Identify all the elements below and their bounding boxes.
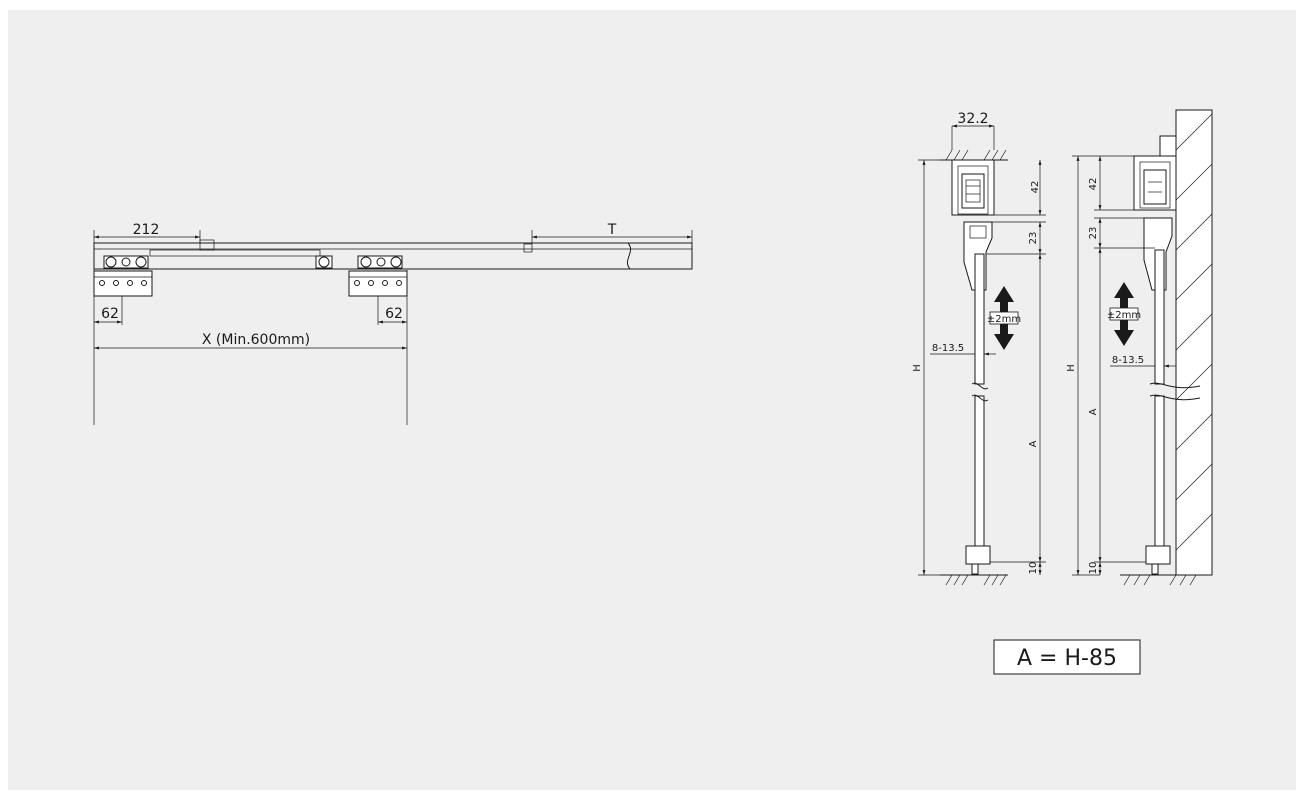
front-view: 212 T 62 62 X (Min.600mm) [93,222,693,425]
dim-hanger: 23 [1028,232,1039,245]
side-view-left: ±2mm 32.2 42 23 A 10 H 8-13.5 [912,111,1046,586]
adjust-arrows-icon [989,286,1019,350]
dim-door-height: A [1028,440,1039,447]
dim-total-height: H [1066,364,1077,372]
dim-floor-gap: 10 [1028,562,1039,575]
dim-bracket-right: 62 [385,306,403,322]
bracket-right [348,270,408,297]
wall [1175,109,1213,576]
dim-bracket-left: 62 [101,306,119,322]
dim-adjust: ±2mm [987,314,1021,325]
carriage-left [103,255,149,269]
break-mark [626,242,632,270]
dim-track-length: T [607,222,617,238]
dim-track-height: 42 [1030,181,1041,194]
bracket-left [93,270,153,297]
dim-adjust: ±2mm [1107,310,1141,321]
side-view-right: ±2mm 42 23 A 10 H 8-13.5 [1066,109,1213,586]
dim-floor-gap: 10 [1088,562,1099,575]
roller [961,173,985,209]
ceiling-hatch [945,149,1007,161]
door-panel-bottom [1154,395,1165,547]
formula-text: A = H-85 [1017,646,1117,671]
adjust-arrows-icon [1109,282,1139,346]
formula-box: A = H-85 [993,639,1141,675]
door-panel-bottom [974,395,985,547]
floor-hatch [945,574,1007,586]
floor-hatch [1123,574,1197,586]
door-panel-top [974,253,985,385]
dim-door-thickness: 8-13.5 [932,343,964,354]
floor-guide [965,545,991,565]
dim-spacing: X (Min.600mm) [202,332,310,348]
door-panel-top [1154,249,1165,385]
carriage-right [357,255,403,269]
dim-total-height: H [912,364,923,372]
dim-door-thickness: 8-13.5 [1112,355,1144,366]
dim-hanger: 23 [1088,227,1099,240]
wall-hatch [1175,113,1213,551]
dim-track-width: 32.2 [957,111,988,127]
floor-guide [1145,545,1171,565]
roller [1143,169,1167,205]
dim-left-offset: 212 [133,222,160,238]
dim-track-height: 42 [1088,178,1099,191]
dim-door-height: A [1088,408,1099,415]
carriage-middle [315,255,333,269]
